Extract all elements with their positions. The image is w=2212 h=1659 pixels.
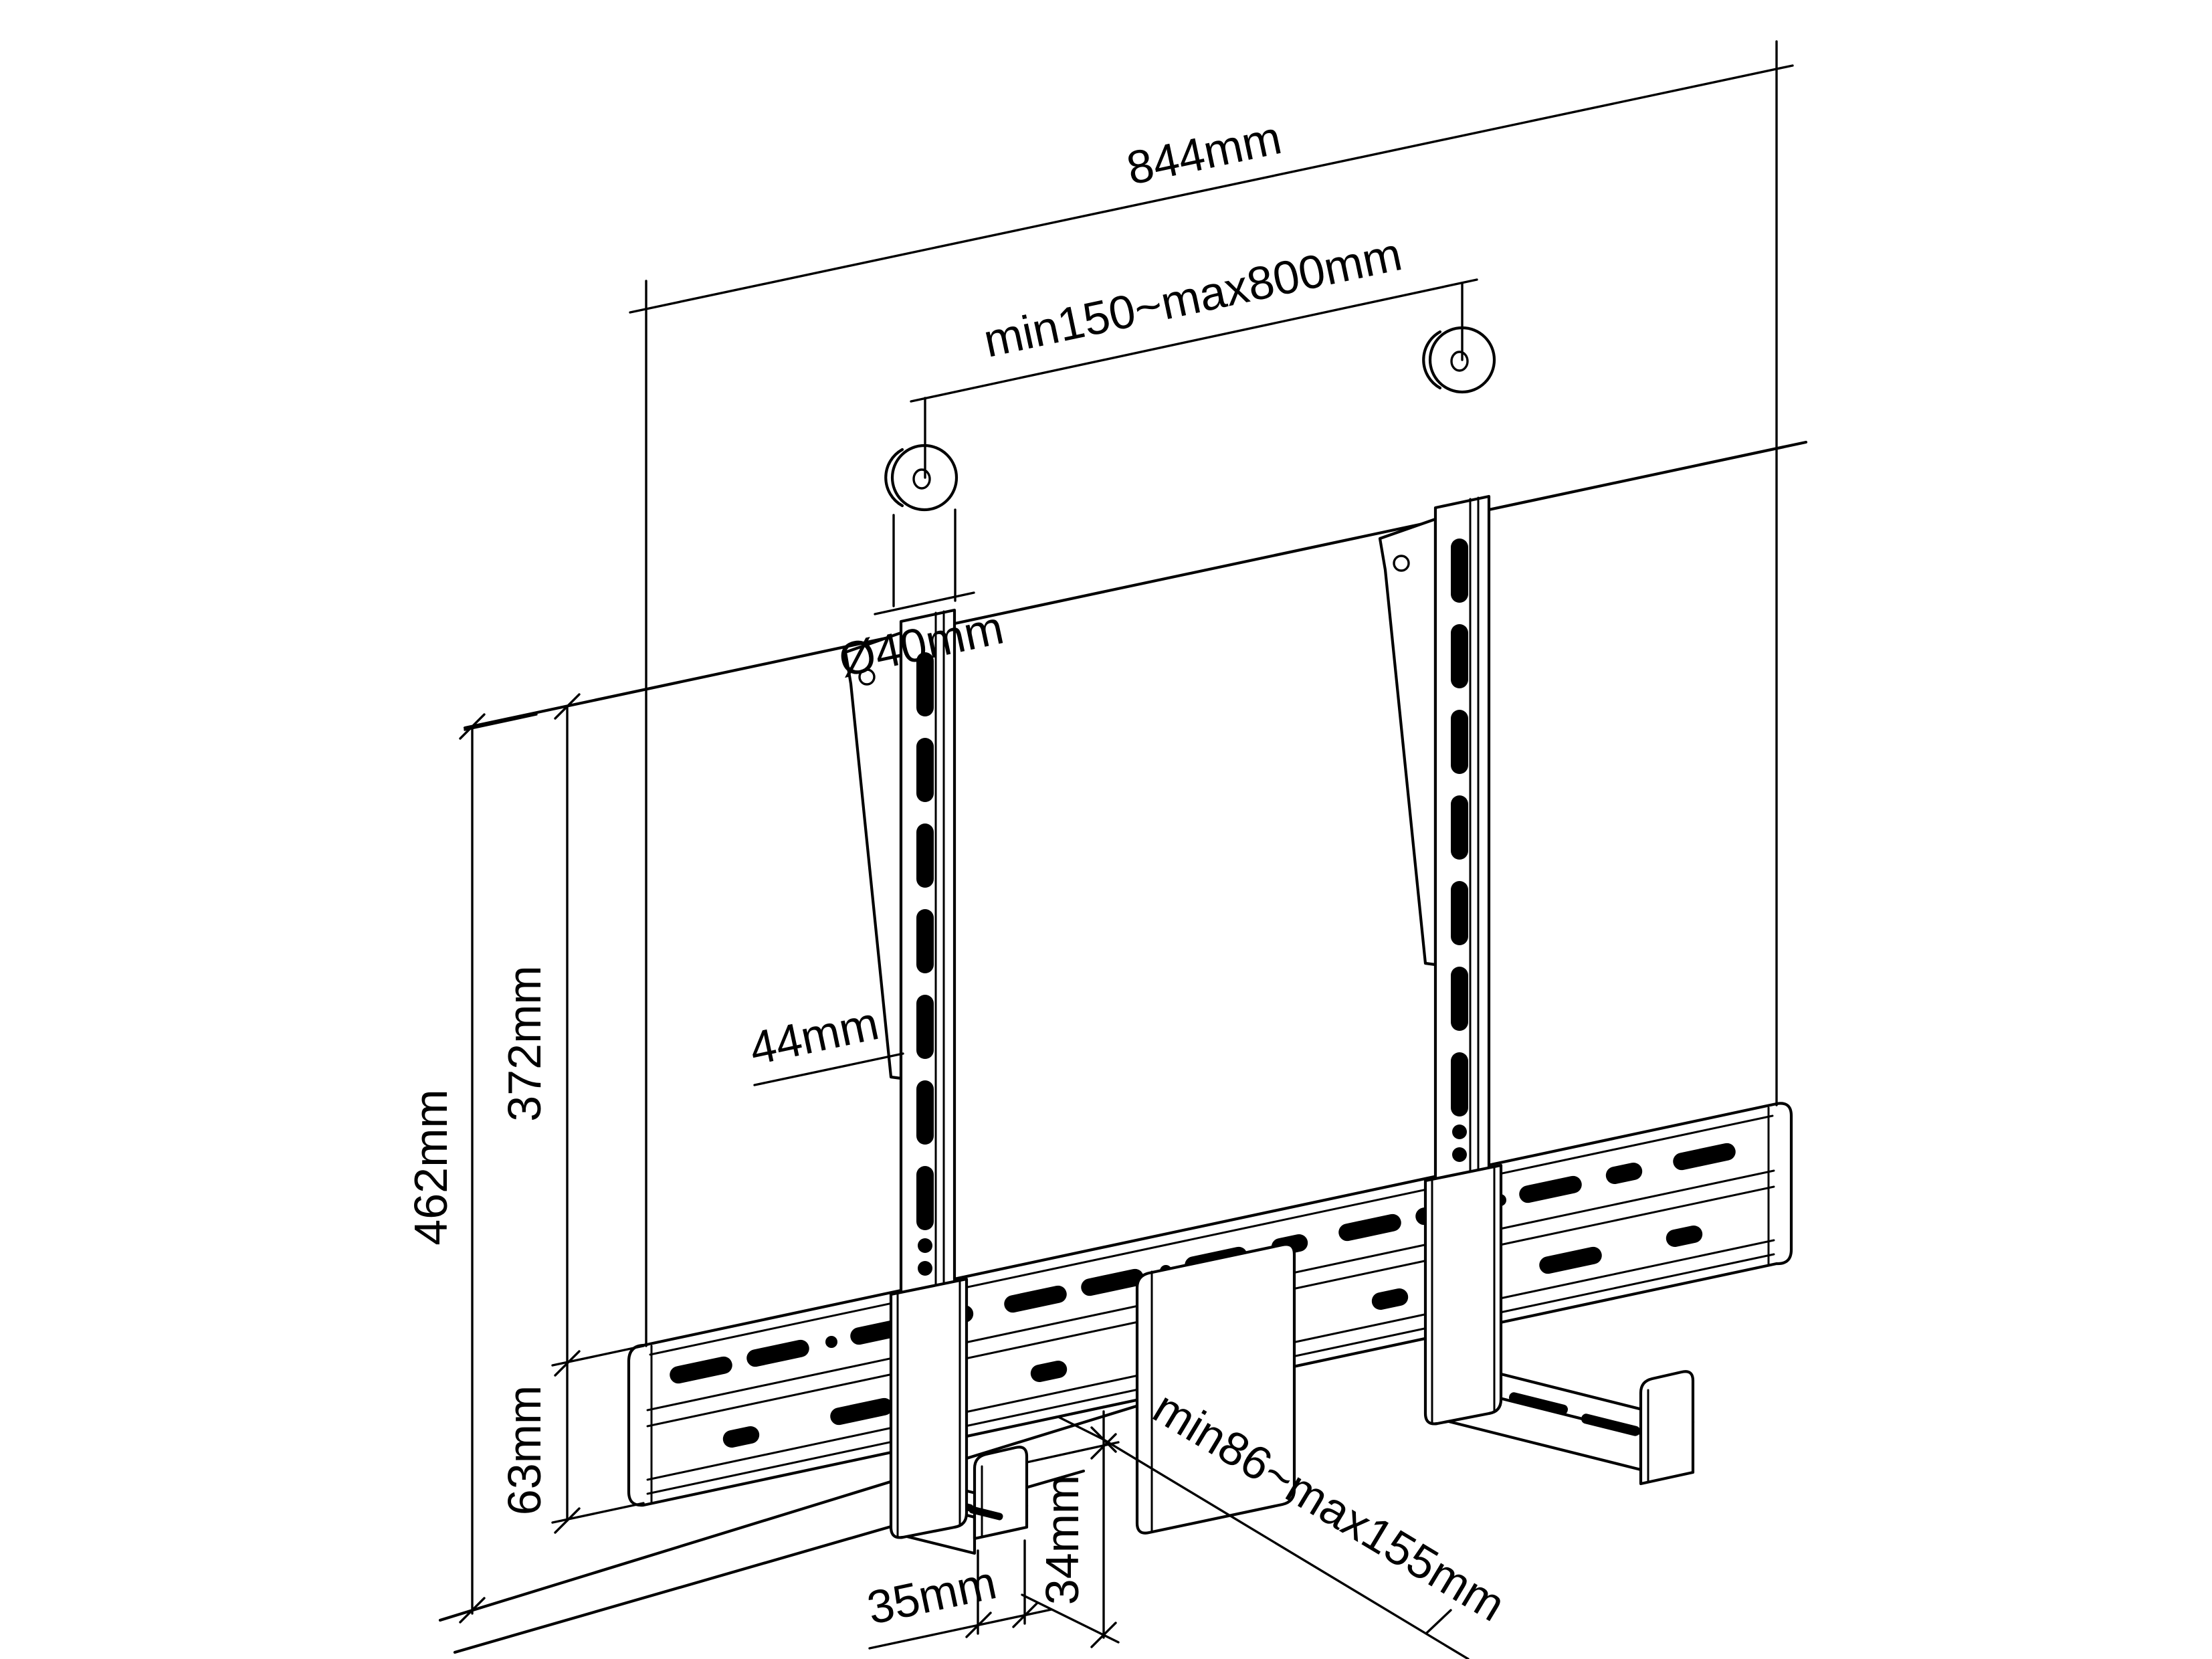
right-washer-side xyxy=(1422,330,1442,390)
right-clamp-lip xyxy=(1639,1370,1695,1486)
dim-vesa-spacing: min150~max800mm xyxy=(910,227,1478,479)
dim-depth-line xyxy=(1102,1438,1470,1659)
rail-top-fold xyxy=(649,1114,1774,1356)
right-washer xyxy=(1422,326,1496,394)
dim-34-ext-bottom xyxy=(1021,1593,1120,1644)
left-washer-side xyxy=(884,448,904,508)
dim-washer-diameter: Ø40mm xyxy=(834,508,1008,687)
left-washer-hole xyxy=(912,468,931,490)
dim-63-label: 63mm xyxy=(498,1385,550,1515)
dim-372-label: 372mm xyxy=(498,965,550,1121)
right-strut-slots xyxy=(1451,539,1468,1162)
dim-strut-length: 372mm xyxy=(498,693,581,1365)
dim-total-height: 462mm xyxy=(405,713,538,1624)
right-strut-tab-hole xyxy=(1393,555,1410,572)
dim-lip-height: 34mm xyxy=(1021,1410,1120,1648)
right-strut-tab xyxy=(1378,517,1437,967)
dim-462-ext-top xyxy=(464,713,538,731)
right-strut xyxy=(1378,494,1491,1319)
left-washer xyxy=(884,444,959,512)
left-strut-tab-hole xyxy=(858,668,876,686)
left-strut-slots xyxy=(916,652,934,1276)
slider-block xyxy=(1135,1243,1296,1535)
wall-bottom-back-edge xyxy=(438,1401,1147,1622)
left-strut-sleeve xyxy=(889,1277,969,1539)
dim-34-label: 34mm xyxy=(1036,1475,1088,1605)
right-washer-hole xyxy=(1450,351,1469,372)
dim-844-line xyxy=(629,64,1794,314)
dim-462-label: 462mm xyxy=(405,1089,457,1245)
dim-vesa-line xyxy=(910,278,1478,403)
right-strut-sleeve xyxy=(1423,1163,1503,1426)
dim-depth-ext-left xyxy=(1057,1416,1105,1441)
dim-44-leader xyxy=(753,1052,904,1086)
dim-vesa-label: min150~max800mm xyxy=(979,227,1406,367)
dim-rail-height: 63mm xyxy=(498,1345,645,1534)
dim-strut-width: 44mm xyxy=(745,997,904,1086)
wall-top-edge xyxy=(463,440,1808,730)
dim-844-label: 844mm xyxy=(1122,111,1286,195)
